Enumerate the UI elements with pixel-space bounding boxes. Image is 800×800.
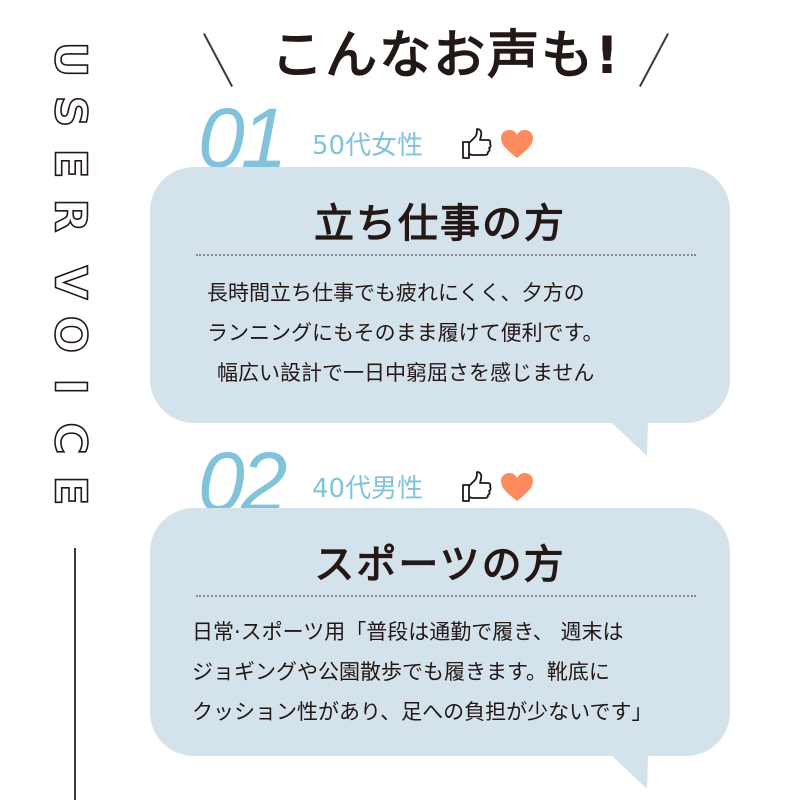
voice-demographic: 50代女性	[312, 131, 424, 161]
voice-line: ランニングにもそのまま履けて便利です。	[207, 321, 604, 345]
voice-body: 日常·スポーツ用「普段は通勤で履き、 週末は ジョギングや公園散歩でも履きます。…	[192, 612, 653, 732]
side-letter: O	[44, 315, 97, 354]
side-title-user-voice: U S E R V O I C E	[40, 36, 100, 526]
voice-number: 01	[198, 91, 287, 185]
bubble-tail-1	[610, 421, 648, 456]
side-letter: U	[44, 41, 97, 78]
voice-title: 立ち仕事の方	[314, 201, 566, 247]
side-letter: E	[44, 475, 97, 507]
voice-line: 日常·スポーツ用「普段は通勤で履き、 週末は	[192, 620, 624, 644]
left-slash-decoration	[203, 33, 233, 87]
heading-text: こんなお声も!	[271, 26, 621, 86]
voice-line: ジョギングや公園散歩でも履きます。靴底に	[192, 660, 610, 684]
voice-body: 長時間立ち仕事でも疲れにくく、夕方の ランニングにもそのまま履けて便利です。 幅…	[207, 273, 603, 393]
bubble-tail-2	[610, 754, 648, 789]
voice-line: 幅広い設計で一日中窮屈さを感じません	[217, 361, 595, 385]
voice-demographic: 40代男性	[312, 474, 424, 504]
voice-line: 長時間立ち仕事でも疲れにくく、夕方の	[207, 281, 585, 305]
thumbs-up-icon	[462, 128, 492, 159]
section-heading: こんなお声も!	[190, 22, 690, 92]
side-letter: V	[44, 265, 97, 301]
voice-line: クッション性があり、足への負担が少ないです」	[192, 700, 653, 724]
side-divider-line	[74, 548, 76, 800]
thumbs-up-icon	[462, 471, 492, 502]
dotted-divider	[196, 595, 696, 597]
heart-icon	[501, 130, 533, 158]
heart-icon	[501, 473, 533, 501]
reaction-icons	[460, 127, 534, 161]
voice-bubble-1: 立ち仕事の方 長時間立ち仕事でも疲れにくく、夕方の ランニングにもそのまま履けて…	[150, 167, 730, 423]
reaction-icons	[460, 470, 534, 504]
side-letter: I	[44, 378, 97, 396]
side-letter: S	[44, 95, 97, 128]
dotted-divider	[196, 254, 696, 256]
voice-title: スポーツの方	[314, 542, 566, 588]
side-letter: E	[44, 148, 97, 180]
voice-bubble-2: スポーツの方 日常·スポーツ用「普段は通勤で履き、 週末は ジョギングや公園散歩…	[150, 508, 730, 756]
side-letter: C	[44, 422, 97, 456]
